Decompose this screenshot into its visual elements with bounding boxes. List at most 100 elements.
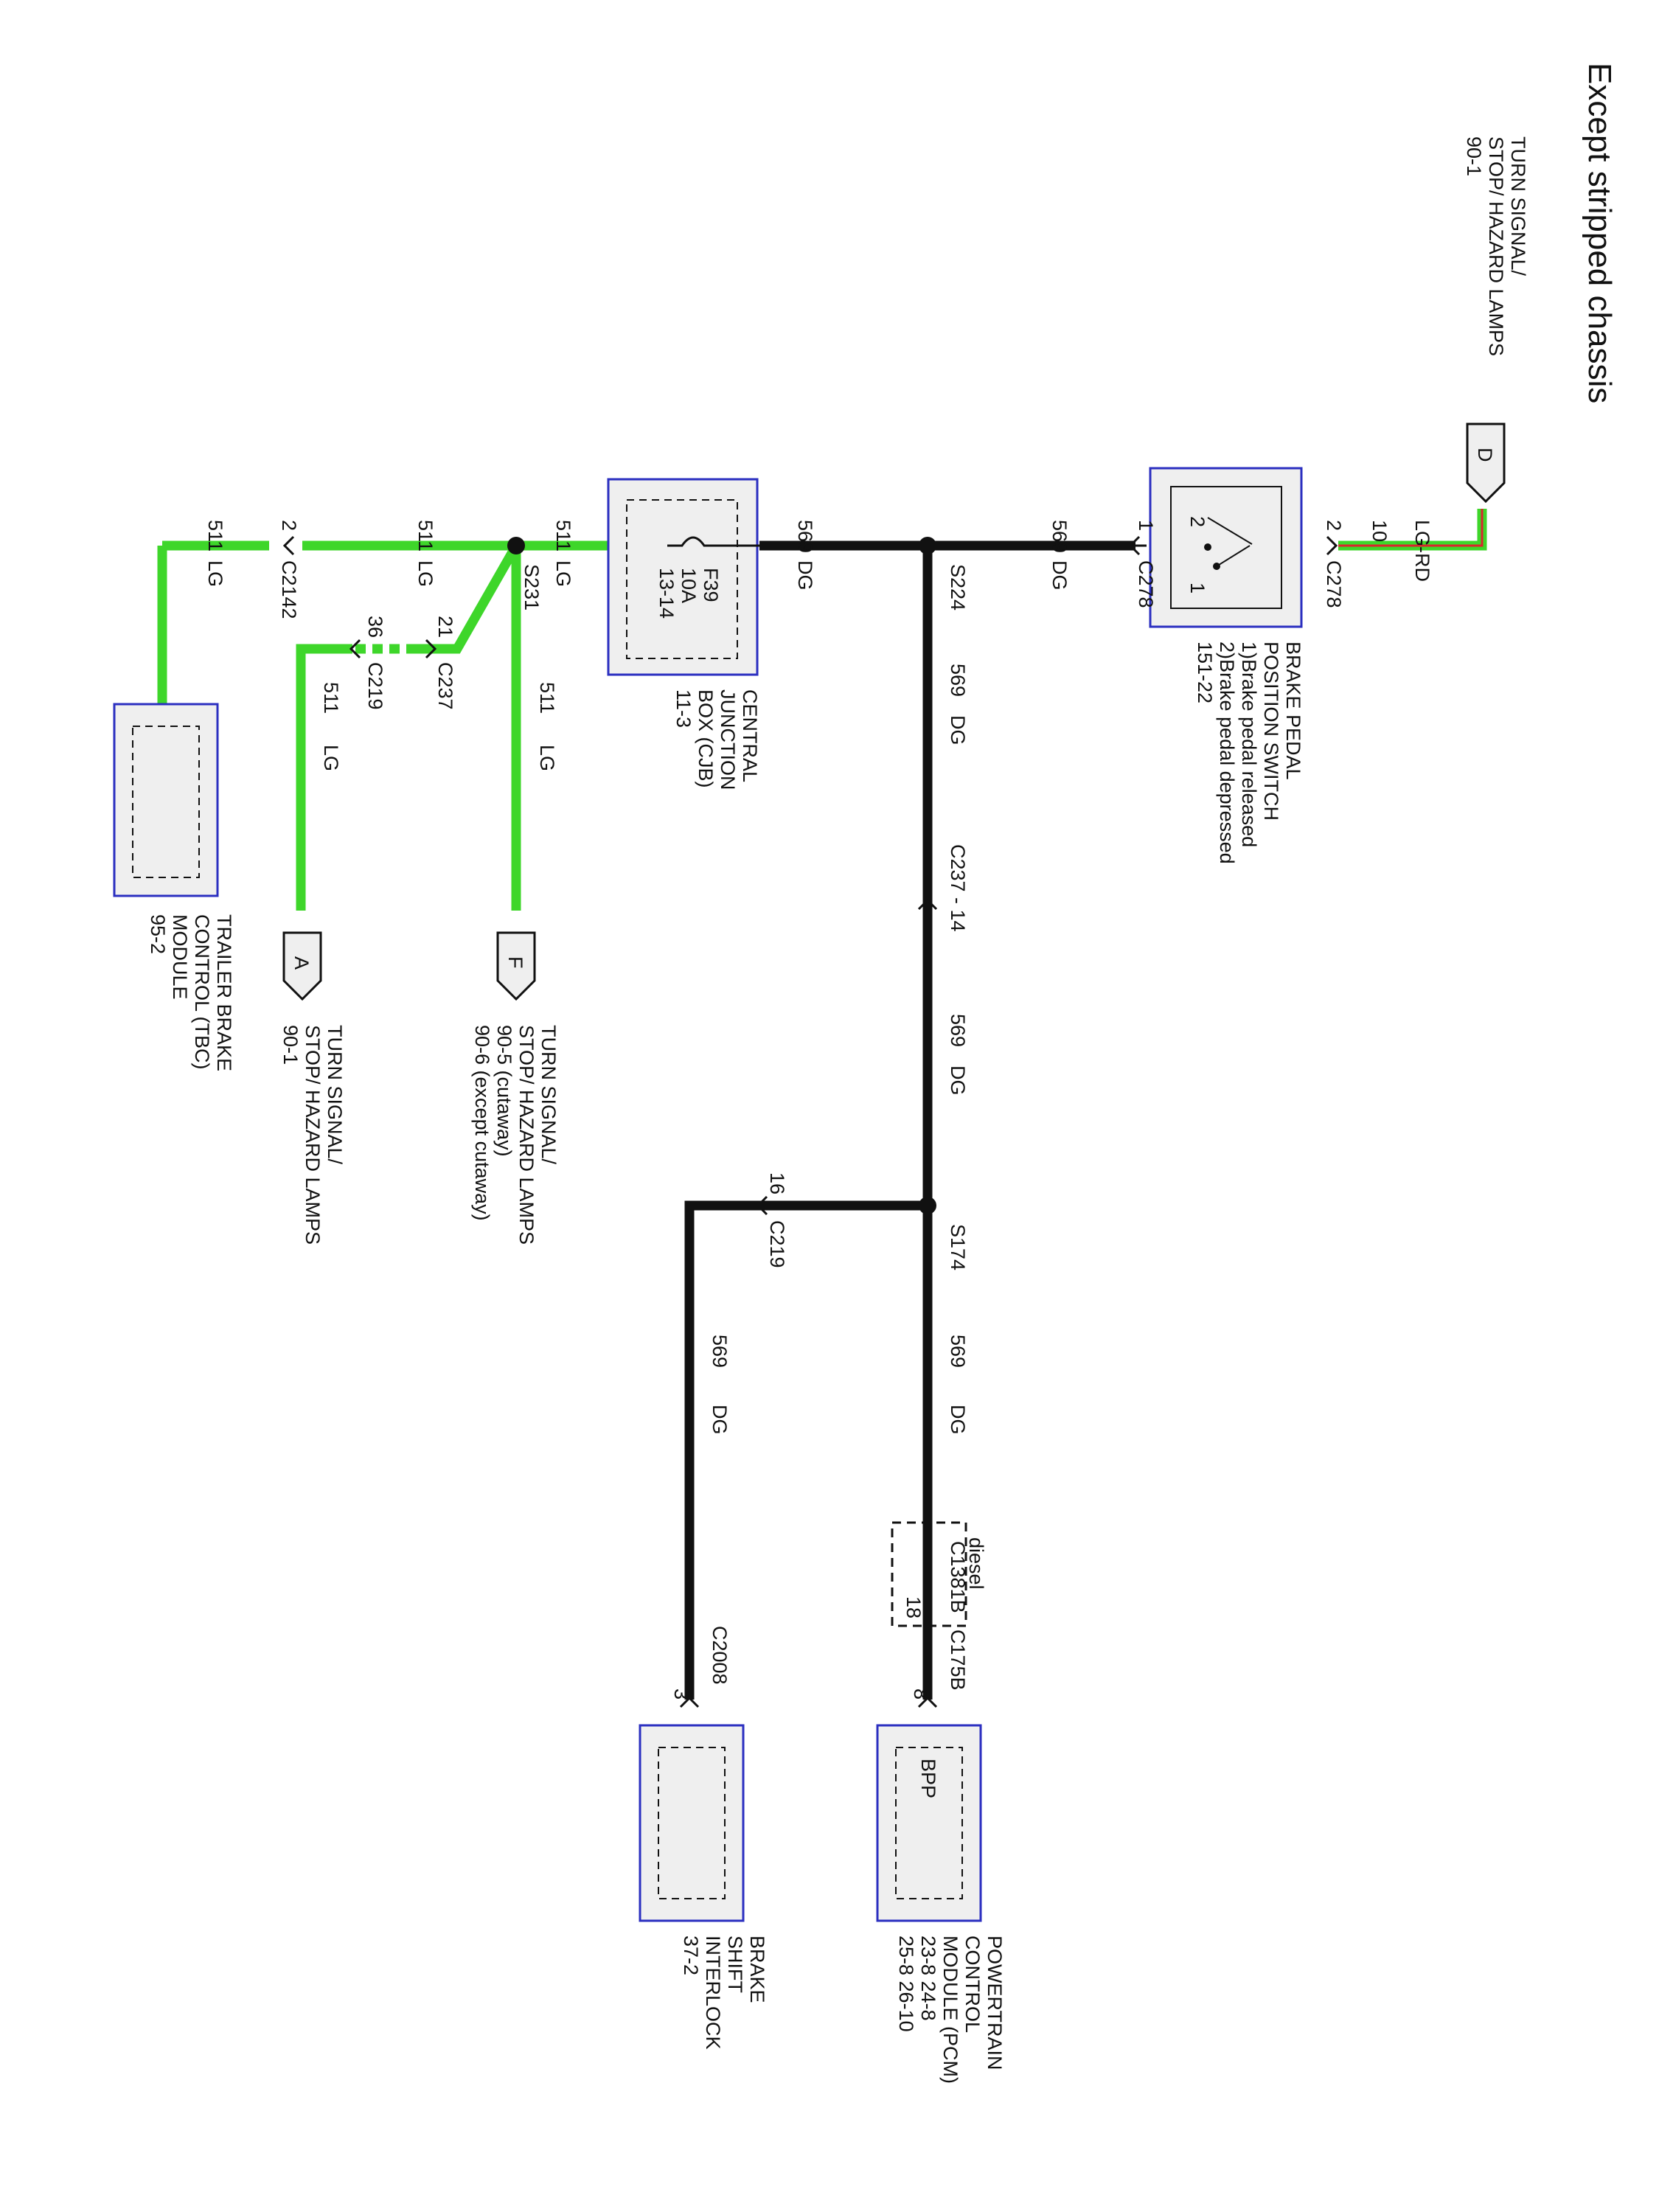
c219-dg-pin: 16 <box>766 1172 788 1194</box>
bpp-line3: 1)Brake pedal released <box>1238 641 1260 847</box>
connector-c219-label: C219 <box>364 662 386 710</box>
connector-c237-symbol <box>425 639 437 659</box>
c237-pin: 21 <box>434 616 456 638</box>
wire-dg-label-right: DG <box>1048 560 1071 591</box>
central-junction-box <box>607 478 759 676</box>
pcm-line5: 25-8 26-10 <box>895 1935 917 2032</box>
splice-s224 <box>919 537 936 554</box>
c175b-pin: 8 <box>910 1688 932 1700</box>
ref-top-line1: TURN SIGNAL/ <box>1507 136 1529 276</box>
fuse-icon <box>667 536 759 547</box>
wire-511-cjb: 511 <box>552 520 574 552</box>
connector-c237-label: C237 <box>434 662 456 710</box>
tbc-line3: MODULE <box>169 914 191 1000</box>
connector-c175b-label: C175B <box>947 1630 969 1691</box>
wire-dg-label-left: DG <box>794 560 816 591</box>
wire-lgrd-color: LG-RD <box>1411 520 1433 582</box>
flag-d-label: D <box>1474 448 1496 462</box>
connector-c237-14-label: C237 - 14 <box>947 844 969 932</box>
connector-c175b-symbol <box>917 1696 938 1708</box>
connector-c219-dg-label: C219 <box>766 1220 788 1268</box>
wire-dg-vertical-3: DG <box>947 1405 969 1435</box>
cjb-fuse: F39 <box>700 568 722 602</box>
wire-511-middle: 511 <box>414 520 437 552</box>
tbc-line1: TRAILER BRAKE <box>213 914 235 1071</box>
wire-10-lg-rd <box>1338 509 1487 551</box>
wire-569-vertical-3: 569 <box>947 1335 969 1368</box>
connector-symbols <box>282 535 1338 1708</box>
bsi-line4: 37-2 <box>680 1935 702 1975</box>
bpp-pin-1: 1 <box>1186 582 1208 594</box>
cjb-amps: 10A <box>678 568 700 603</box>
wires <box>157 509 1487 1700</box>
page-title: Except stripped chassis <box>1582 63 1618 403</box>
wire-511-left: 511 <box>204 520 226 552</box>
ref-a-line2: STOP/ HAZARD LAMPS <box>302 1025 324 1245</box>
wire-lg-middle: LG <box>414 560 437 587</box>
bpp-line4: 2)Brake pedal depressed <box>1216 641 1238 864</box>
wire-511-f: 511 <box>536 682 558 714</box>
wire-dg-branch: DG <box>709 1405 731 1435</box>
connector-c2142-label: C2142 <box>278 560 300 619</box>
ref-f-line3: 90-5 (cutaway) <box>493 1025 515 1157</box>
tbc-line4: 95-2 <box>147 914 169 954</box>
bsi-line1: BRAKE <box>746 1935 768 2003</box>
bpp-line5: 151-22 <box>1194 641 1216 703</box>
wire-10-number: 10 <box>1368 520 1391 542</box>
c2142-pin: 2 <box>278 520 300 531</box>
connector-c219-dg-symbol <box>756 1195 768 1216</box>
splice-s231-label: S231 <box>521 564 543 611</box>
flag-f <box>496 931 536 1001</box>
connector-c219-symbol <box>349 639 361 659</box>
pcm-line3: MODULE (PCM) <box>939 1935 961 2084</box>
connector-c278-left-symbol <box>1128 535 1147 556</box>
wire-lg-a: LG <box>320 745 342 771</box>
wire-dg-vertical-1: DG <box>947 715 969 745</box>
bpp-line1: BRAKE PEDAL <box>1282 641 1304 780</box>
cjb-line4: 11-3 <box>672 689 695 728</box>
ref-a-line3: 90-1 <box>279 1025 302 1065</box>
wire-511-a: 511 <box>320 682 342 714</box>
connector-c2142-symbol <box>282 535 295 556</box>
c219-pin: 36 <box>364 616 386 638</box>
ref-top-line3: 90-1 <box>1463 136 1485 176</box>
ref-f-line4: 90-6 (except cutaway) <box>471 1025 493 1221</box>
pcm-signal: BPP <box>917 1759 939 1798</box>
bpp-line2: POSITION SWITCH <box>1260 641 1282 821</box>
c278-left-pin: 1 <box>1135 520 1157 531</box>
connector-c278-right-symbol <box>1326 535 1338 556</box>
bsi-line2: SHIFT <box>724 1935 746 1993</box>
c278-right-pin: 2 <box>1323 520 1345 531</box>
splice-s174-label: S174 <box>947 1224 969 1270</box>
wire-lg-f: LG <box>536 745 558 771</box>
cjb-line2: JUNCTION <box>717 689 739 790</box>
pcm-line1: POWERTRAIN <box>984 1935 1006 2070</box>
wire-lg-left: LG <box>204 560 226 587</box>
pcm-line4: 23-8 24-8 <box>917 1935 939 2021</box>
c1381b-pin: 18 <box>902 1596 925 1618</box>
ref-top-line2: STOP/ HAZARD LAMPS <box>1485 136 1507 356</box>
pcm-line2: CONTROL <box>961 1935 984 2033</box>
wire-569-vertical-2: 569 <box>947 1014 969 1047</box>
wire-511-lg-a <box>417 543 521 654</box>
splice-s174 <box>919 1197 936 1214</box>
c278-left-label: C278 <box>1135 560 1157 608</box>
powertrain-control-module <box>876 1724 982 1922</box>
wire-569-branch: 569 <box>709 1335 731 1368</box>
flag-a <box>282 931 322 1001</box>
connector-c1381b-box <box>891 1521 967 1627</box>
diesel-label: diesel <box>965 1537 987 1590</box>
ref-a-line1: TURN SIGNAL/ <box>324 1025 346 1165</box>
splice-s224-label: S224 <box>947 564 969 611</box>
wire-dg-vertical-2: DG <box>947 1065 969 1096</box>
brake-pedal-position-switch <box>1149 467 1303 628</box>
flag-a-label: A <box>291 956 313 970</box>
connector-c1381b-label: C1381B <box>947 1541 969 1613</box>
cjb-pins: 13-14 <box>655 568 678 619</box>
flag-f-label: F <box>504 956 526 969</box>
connector-c2008-symbol <box>679 1696 700 1708</box>
wire-569-label-left: 569 <box>794 520 816 553</box>
bsi-line3: INTERLOCK <box>702 1935 724 2050</box>
connector-c2008-label: C2008 <box>709 1626 731 1685</box>
